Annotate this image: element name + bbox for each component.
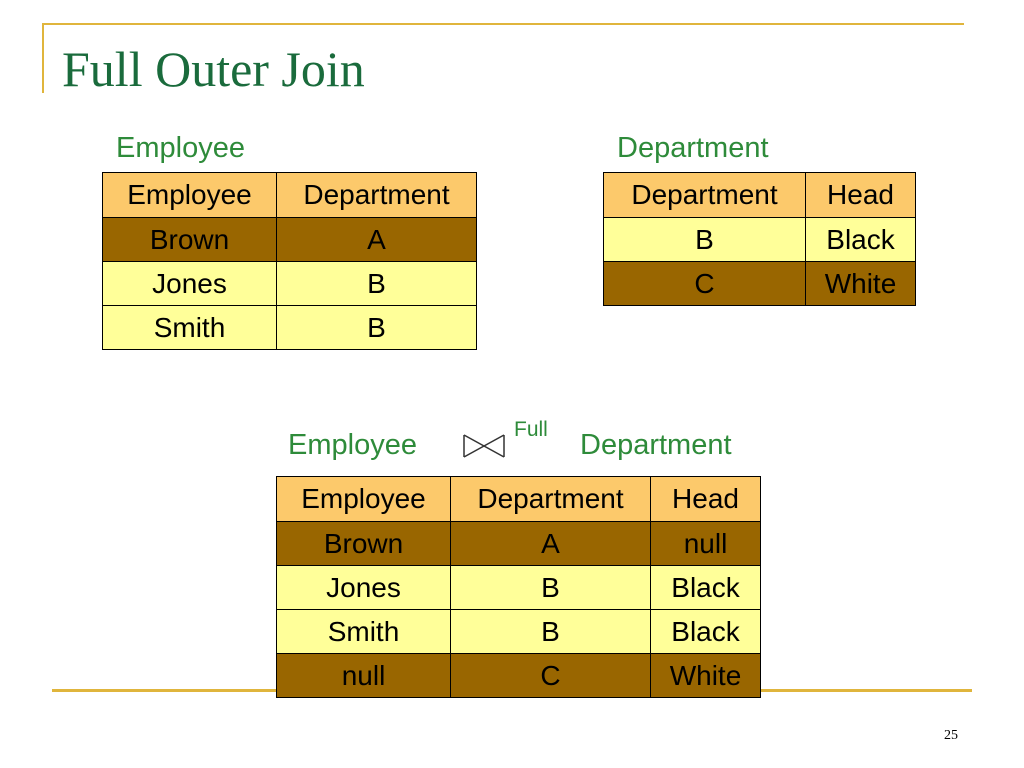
table-row: B Black bbox=[603, 217, 916, 262]
cell-head: Black bbox=[650, 609, 761, 654]
employee-table: Employee Department Brown A Jones B Smit… bbox=[102, 172, 477, 350]
page-number: 25 bbox=[944, 728, 958, 743]
table-header-row: Department Head bbox=[603, 172, 916, 218]
table-row: Brown A bbox=[102, 217, 477, 262]
cell-employee: null bbox=[276, 653, 451, 698]
cell-employee: Brown bbox=[102, 217, 277, 262]
column-header-employee: Employee bbox=[276, 476, 451, 522]
cell-employee: Brown bbox=[276, 521, 451, 566]
cell-department: A bbox=[276, 217, 477, 262]
cell-head: Black bbox=[805, 217, 916, 262]
top-rule bbox=[42, 23, 964, 25]
column-header-employee: Employee bbox=[102, 172, 277, 218]
cell-head: null bbox=[650, 521, 761, 566]
cell-department: A bbox=[450, 521, 651, 566]
join-left-operand: Employee bbox=[288, 429, 417, 461]
cell-employee: Jones bbox=[276, 565, 451, 610]
column-header-department: Department bbox=[276, 172, 477, 218]
join-right-operand: Department bbox=[580, 429, 732, 461]
table-row: C White bbox=[603, 261, 916, 306]
cell-department: B bbox=[276, 305, 477, 350]
result-table: Employee Department Head Brown A null Jo… bbox=[276, 476, 761, 698]
cell-employee: Jones bbox=[102, 261, 277, 306]
column-header-department: Department bbox=[450, 476, 651, 522]
cell-department: B bbox=[450, 609, 651, 654]
table-row: Jones B bbox=[102, 261, 477, 306]
cell-employee: Smith bbox=[102, 305, 277, 350]
cell-head: White bbox=[650, 653, 761, 698]
join-operator-label: Full bbox=[514, 418, 548, 441]
cell-department: C bbox=[450, 653, 651, 698]
department-table-caption: Department bbox=[617, 132, 769, 164]
cell-head: White bbox=[805, 261, 916, 306]
column-header-head: Head bbox=[805, 172, 916, 218]
cell-employee: Smith bbox=[276, 609, 451, 654]
department-table: Department Head B Black C White bbox=[603, 172, 916, 306]
table-row: Smith B bbox=[102, 305, 477, 350]
left-rule bbox=[42, 23, 44, 93]
table-row: null C White bbox=[276, 653, 761, 698]
cell-department: B bbox=[603, 217, 806, 262]
column-header-head: Head bbox=[650, 476, 761, 522]
table-header-row: Employee Department bbox=[102, 172, 477, 218]
table-row: Smith B Black bbox=[276, 609, 761, 654]
table-row: Brown A null bbox=[276, 521, 761, 566]
slide-title: Full Outer Join bbox=[62, 41, 365, 97]
cell-department: B bbox=[450, 565, 651, 610]
table-row: Jones B Black bbox=[276, 565, 761, 610]
cell-head: Black bbox=[650, 565, 761, 610]
full-outer-join-icon bbox=[463, 434, 505, 458]
table-header-row: Employee Department Head bbox=[276, 476, 761, 522]
employee-table-caption: Employee bbox=[116, 132, 245, 164]
cell-department: C bbox=[603, 261, 806, 306]
column-header-department: Department bbox=[603, 172, 806, 218]
cell-department: B bbox=[276, 261, 477, 306]
